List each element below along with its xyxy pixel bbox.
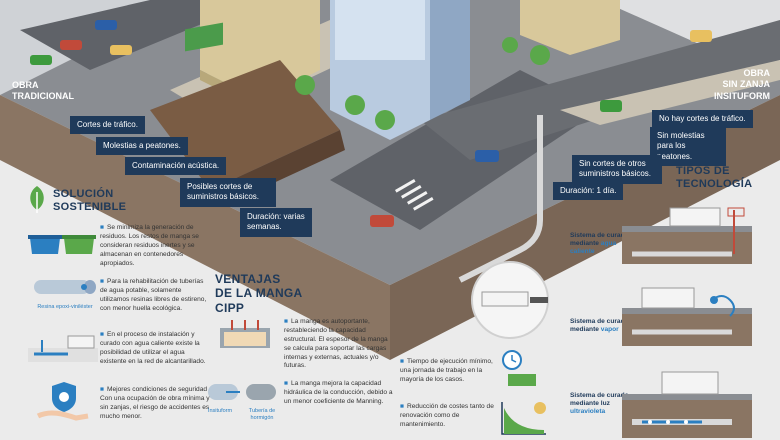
water-reuse-icon xyxy=(28,335,98,362)
pipe-label-insituform: Insituform xyxy=(207,408,233,414)
sustainable-item-4: ■Mejores condiciones de seguridad - Con … xyxy=(100,386,212,420)
trenchless-title-line1: OBRA xyxy=(743,68,771,78)
cipp-title-line1: VENTAJAS xyxy=(215,272,281,286)
trenchless-item-4: Duración: 1 día. xyxy=(553,182,624,201)
resin-caption: Resina epoxi-viniléster xyxy=(37,304,93,310)
tech-system-hot-water: Sistema de curado mediante agua caliente xyxy=(570,232,629,256)
uv-system-illustration xyxy=(622,371,752,438)
trenchless-title-line2: SIN ZANJA xyxy=(722,79,770,90)
trenchless-title: OBRA SIN ZANJA INSITUFORM xyxy=(714,68,770,102)
cipp-title: VENTAJAS DE LA MANGA CIPP xyxy=(215,272,303,315)
traditional-item-3: Contaminación acústica. xyxy=(125,157,227,176)
traditional-item-1: Cortes de tráfico. xyxy=(70,116,145,135)
cipp-item-4: ■Reducción de costes tanto de renovación… xyxy=(400,403,494,428)
traditional-title-line2: TRADICIONAL xyxy=(12,91,74,102)
hot-water-system-illustration xyxy=(622,207,752,264)
trenchless-title-line3: INSITUFORM xyxy=(714,90,770,101)
traditional-item-5: Duración: varias semanas. xyxy=(240,208,312,237)
cipp-title-line3: CIPP xyxy=(215,300,245,315)
traditional-item-2: Molestias a peatones. xyxy=(96,137,188,156)
traditional-title-line1: OBRA xyxy=(12,80,39,90)
cipp-item-3: ■Tiempo de ejecución mínimo, una jornada… xyxy=(400,358,493,383)
sustainable-title-line1: SOLUCIÓN xyxy=(53,188,114,200)
clock-icon xyxy=(502,350,536,386)
trenchless-item-1: No hay cortes de tráfico. xyxy=(652,110,753,129)
trenchless-item-3: Sin cortes de otros suministros básicos. xyxy=(572,155,662,184)
tech-system-uv: Sistema de curado mediante luz ultraviol… xyxy=(570,392,629,416)
technology-title: TIPOS DE TECNOLOGÍA xyxy=(676,165,752,191)
cipp-title-line2: DE LA MANGA xyxy=(215,286,303,301)
steam-system-illustration xyxy=(622,287,752,346)
sustainable-item-2: ■Para la rehabilitación de tuberías de a… xyxy=(100,278,207,312)
trenchless-item-2: Sin molestias para los peatones. xyxy=(650,127,726,167)
sustainable-title-line2: SOSTENIBLE xyxy=(53,201,127,214)
pipe-comparison-icon xyxy=(208,384,276,400)
traditional-item-4: Posibles cortes de suministros básicos. xyxy=(180,178,276,207)
traditional-title: OBRA TRADICIONAL xyxy=(12,80,74,103)
pipe-label-concrete: Tubería de hormigón xyxy=(248,408,276,421)
sustainable-item-3: ■En el proceso de instalación y curado c… xyxy=(100,331,206,365)
safety-shield-icon xyxy=(36,382,89,421)
cost-reduction-icon xyxy=(501,402,546,435)
resin-pipe-icon xyxy=(34,280,96,294)
technology-title-line2: TECNOLOGÍA xyxy=(676,178,753,191)
waste-containers-icon xyxy=(28,235,96,254)
leaf-icon xyxy=(30,186,44,213)
cipp-item-2: ■La manga mejora la capacidad hidráulica… xyxy=(284,380,393,405)
load-pipe-icon xyxy=(220,320,270,348)
tech-system-steam: Sistema de curado mediante vapor xyxy=(570,318,629,334)
technology-title-line1: TIPOS DE xyxy=(676,165,730,177)
cipp-item-1: ■La manga es autoportante, restableciend… xyxy=(284,318,388,370)
sustainable-title: SOLUCIÓN SOSTENIBLE xyxy=(53,188,126,214)
sustainable-item-1: ■Se minimiza la generación de residuos. … xyxy=(100,224,199,267)
